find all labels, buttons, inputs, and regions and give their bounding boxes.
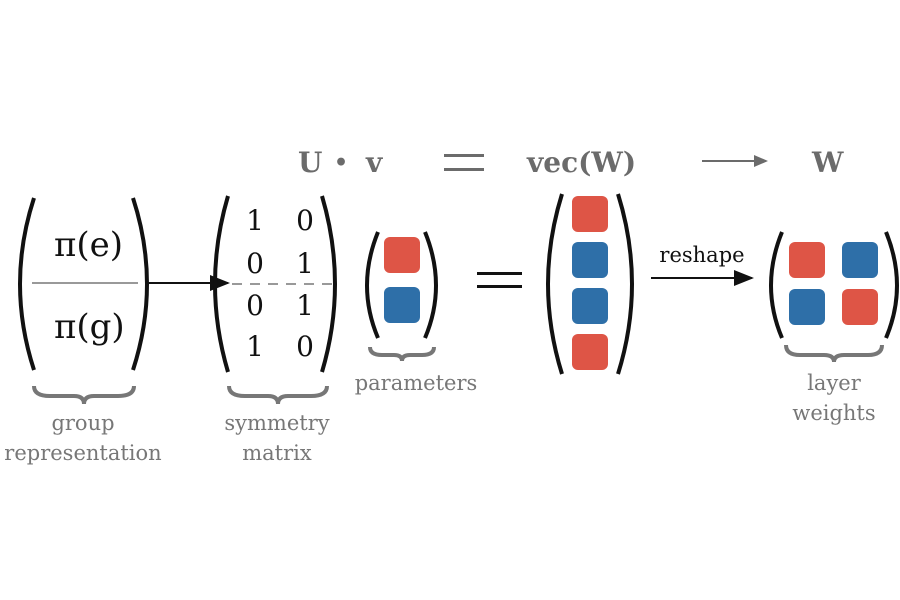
underbrace (368, 346, 436, 362)
layer-weights-matrix: layer weights (769, 231, 899, 425)
group-representation: π(e) π(g) group representation (4, 197, 162, 465)
weights-label-2: weights (792, 401, 875, 425)
vec-w-cells (572, 196, 608, 370)
matrix-entry: 0 (246, 247, 264, 280)
right-paren (616, 193, 634, 375)
weight-cell-red (842, 289, 878, 325)
reshape-arrow-group: reshape (651, 243, 754, 286)
equation-equals (444, 154, 484, 171)
equation-w: W (811, 146, 844, 179)
equation-vec-w: vec(W) (526, 146, 636, 179)
weight-cell-blue (842, 242, 878, 278)
underbrace (784, 344, 884, 363)
parameter-cell-blue (384, 287, 420, 323)
equals-sign (477, 272, 522, 288)
right-paren (423, 231, 438, 339)
left-paren (769, 231, 784, 339)
underbrace (32, 385, 136, 405)
symmetry-matrix: 1 0 0 1 0 1 1 0 symmetry matrix (213, 195, 337, 465)
matrix-entry: 0 (246, 289, 264, 322)
equation-v: v (365, 146, 383, 179)
equation-arrow (702, 155, 768, 167)
matrix-entry: 0 (296, 204, 314, 237)
vec-w-vector (546, 193, 634, 375)
pi-g: π(g) (54, 307, 125, 347)
parameters-vector: parameters (355, 231, 478, 395)
parameter-cells (384, 237, 420, 323)
matrix-entry: 1 (246, 330, 264, 363)
matrix-label-1: symmetry (224, 411, 329, 435)
weight-cell-blue (789, 289, 825, 325)
equation-u: U (298, 146, 322, 179)
vec-cell-blue (572, 288, 608, 324)
matrix-entry: 0 (296, 330, 314, 363)
group-label-2: representation (4, 441, 161, 465)
left-paren (365, 231, 380, 339)
underbrace (227, 385, 329, 405)
matrix-label-2: matrix (242, 441, 312, 465)
right-paren (131, 197, 149, 371)
matrix-entry: 1 (246, 204, 264, 237)
matrix-entry: 1 (296, 289, 314, 322)
left-paren (213, 195, 230, 373)
left-paren (546, 193, 564, 375)
vec-cell-red (572, 334, 608, 370)
group-label-1: group (51, 411, 114, 435)
pi-e: π(e) (54, 225, 123, 265)
parameter-cell-red (384, 237, 420, 273)
reshape-label: reshape (659, 243, 744, 267)
vec-cell-red (572, 196, 608, 232)
left-paren (18, 197, 36, 371)
right-paren (320, 195, 337, 373)
top-equation: U • v vec(W) W (298, 146, 844, 179)
matrix-entry: 1 (296, 247, 314, 280)
vec-cell-blue (572, 242, 608, 278)
layer-weight-cells (789, 242, 878, 325)
right-paren (884, 231, 899, 339)
parameters-label: parameters (355, 371, 478, 395)
equation-dot: • (334, 150, 348, 176)
weights-label-1: layer (807, 371, 862, 395)
weight-cell-red (789, 242, 825, 278)
